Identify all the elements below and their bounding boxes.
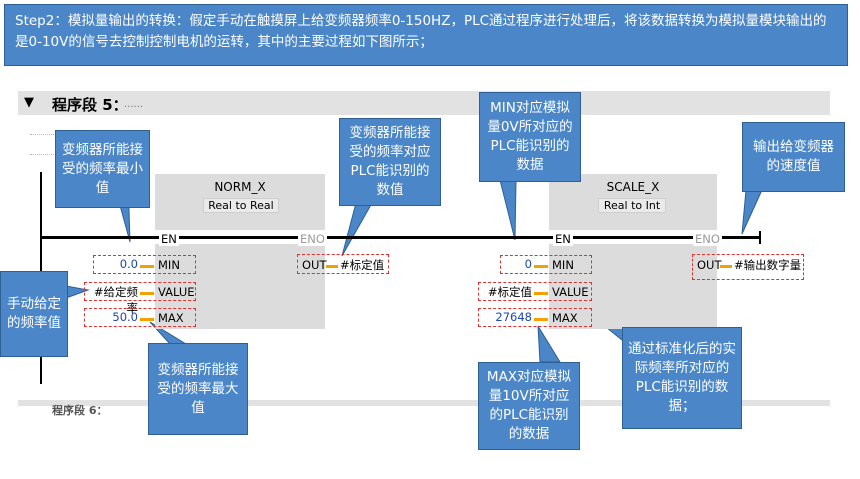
network-header[interactable]	[18, 91, 830, 115]
comment-divider	[30, 134, 70, 135]
callout-max-10v: MAX对应模拟量10V所对应的PLC能识别的数据	[478, 362, 580, 450]
scale-x-out-box	[692, 254, 804, 280]
callout-inv-max: 变频器所能接受的频率最大值	[148, 343, 248, 435]
collapse-triangle-icon[interactable]: ▼	[24, 95, 34, 110]
norm-x-type[interactable]: Real to Real	[203, 198, 279, 213]
scale-x-wire	[549, 236, 717, 239]
next-network-title: 程序段 6：	[52, 404, 108, 417]
callout-inv-min: 变频器所能接受的频率最小值	[55, 130, 150, 208]
scale-x-min-box	[500, 255, 592, 274]
scale-x-name: SCALE_X	[606, 180, 660, 194]
norm-x-pin-value: VALUE	[158, 285, 195, 299]
pointer-min-0v	[499, 179, 517, 241]
network-title: 程序段 5：	[52, 96, 128, 114]
callout-min-0v: MIN对应模拟量0V所对应的PLC能识别的数据	[479, 92, 581, 182]
comment-divider-2	[30, 154, 70, 155]
scale-x-max-box	[478, 308, 592, 327]
scale-x-pin-value: VALUE	[552, 285, 589, 299]
norm-x-value-box	[84, 282, 196, 301]
norm-x-max-line	[140, 318, 154, 321]
wire-end-tick	[759, 231, 761, 244]
norm-x-pin-max: MAX	[158, 311, 184, 325]
scale-x-pin-min: MIN	[552, 258, 574, 272]
norm-x-out-operand[interactable]: #标定值	[340, 258, 385, 272]
norm-x-min-line	[140, 265, 154, 268]
norm-x-value-line	[140, 292, 154, 295]
callout-inv-plc-value: 变频器所能接受的频率对应PLC能识别的数值	[339, 118, 441, 206]
norm-x-min-operand[interactable]: 0.0	[119, 257, 138, 271]
norm-x-name: NORM_X	[214, 180, 266, 194]
norm-x-max-operand[interactable]: 50.0	[112, 310, 138, 324]
norm-x-pin-out: OUT	[302, 258, 327, 272]
callout-normalized: 通过标准化后的实际频率所对应的PLC能识别的数据；	[622, 327, 742, 429]
scale-x-value-box	[478, 282, 592, 301]
banner-text: Step2：模拟量输出的转换：假定手动在触摸屏上给变频器频率0-150HZ，PL…	[15, 13, 827, 50]
scale-x-out-line	[720, 265, 732, 268]
scale-x-value-line	[534, 292, 548, 295]
scale-x-min-line	[534, 265, 548, 268]
pointer-speed-out	[741, 189, 763, 235]
scale-x-en: EN	[553, 232, 573, 246]
scale-x-type[interactable]: Real to Int	[598, 198, 666, 213]
pointer-max-10v	[537, 325, 561, 363]
callout-speed-out: 输出给变频器的速度值	[742, 122, 845, 192]
norm-x-min-box	[93, 255, 196, 274]
network-footer-bar	[18, 400, 830, 406]
scale-x-min-operand[interactable]: 0	[524, 257, 532, 271]
norm-x-out-box	[297, 254, 389, 274]
scale-x-out-operand[interactable]: #输出数字量	[734, 258, 802, 272]
network-comment[interactable]: ......	[124, 99, 144, 110]
pointer-inv-plc	[341, 202, 373, 257]
norm-x-eno: ENO	[298, 232, 327, 246]
instruction-banner: Step2：模拟量输出的转换：假定手动在触摸屏上给变频器频率0-150HZ，PL…	[4, 4, 848, 66]
scale-x-max-operand[interactable]: 27648	[495, 310, 532, 324]
norm-x-out-line	[326, 265, 338, 268]
norm-x-en: EN	[159, 232, 179, 246]
ladder-wire	[41, 236, 761, 239]
callout-manual-freq: 手动给定的频率值	[0, 271, 68, 357]
norm-x-max-box	[84, 308, 196, 327]
scale-x-max-line	[534, 318, 548, 321]
norm-x-wire	[155, 236, 325, 239]
scale-x-pin-max: MAX	[552, 311, 578, 325]
norm-x-pin-min: MIN	[158, 258, 180, 272]
scale-x-pin-out: OUT	[697, 258, 722, 272]
scale-x-eno: ENO	[693, 232, 722, 246]
scale-x-value-operand[interactable]: #标定值	[487, 285, 532, 299]
